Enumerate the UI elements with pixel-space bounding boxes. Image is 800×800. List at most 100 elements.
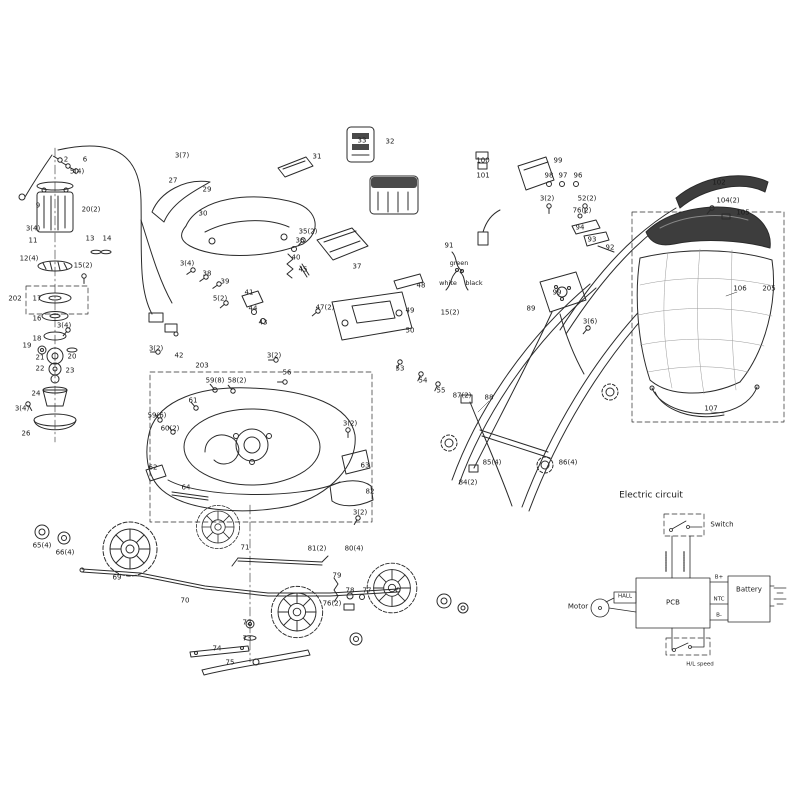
part-label: 81(2) xyxy=(307,544,327,553)
wire-color-label: black xyxy=(465,278,483,287)
part-label: 2 xyxy=(63,155,69,164)
part-label: 104(2) xyxy=(716,196,740,205)
part-label: 79 xyxy=(332,571,342,580)
part-label: 88 xyxy=(484,393,494,402)
part-label: 3(4) xyxy=(56,321,72,330)
part-label: 16 xyxy=(32,314,42,323)
part-label: 96 xyxy=(573,171,583,180)
part-label: 74 xyxy=(212,644,222,653)
part-label: 3(6) xyxy=(582,317,598,326)
part-label: 99 xyxy=(552,288,562,297)
part-label: 9 xyxy=(35,201,41,210)
part-label: 20 xyxy=(67,352,77,361)
circuit-label: PCB xyxy=(666,598,680,607)
part-label: 76(2) xyxy=(322,599,342,608)
part-label: 205 xyxy=(762,284,776,293)
part-label: 59(8) xyxy=(205,376,225,385)
part-label: 22 xyxy=(35,364,45,373)
part-label: 60(2) xyxy=(160,424,180,433)
part-label: 99 xyxy=(553,156,563,165)
circuit-label: B- xyxy=(716,612,722,619)
part-label: 94 xyxy=(575,223,585,232)
part-label: 89 xyxy=(526,304,536,313)
part-label: 21 xyxy=(35,353,45,362)
part-label: 49 xyxy=(405,306,415,315)
part-label: 84(2) xyxy=(458,478,478,487)
part-label: 3(7) xyxy=(174,151,190,160)
part-label: 77 xyxy=(362,586,372,595)
part-label: 54 xyxy=(418,376,428,385)
part-label: 15(2) xyxy=(440,308,460,317)
part-label: 3(4) xyxy=(179,259,195,268)
part-label: 35(2) xyxy=(298,227,318,236)
part-label: 92 xyxy=(605,243,615,252)
part-label: 101 xyxy=(476,171,490,180)
part-label: 48 xyxy=(416,281,426,290)
part-label: 37 xyxy=(352,262,362,271)
part-label: 62 xyxy=(148,463,158,472)
part-label: 87(2) xyxy=(452,391,472,400)
part-label: 19 xyxy=(22,341,32,350)
part-label: 80(4) xyxy=(344,544,364,553)
part-label: 98 xyxy=(544,171,554,180)
circuit-label: Switch xyxy=(710,520,734,529)
part-label: 6 xyxy=(82,155,88,164)
wire-color-label: green xyxy=(449,258,469,267)
part-label: 3(2) xyxy=(539,194,555,203)
part-label: 5(4) xyxy=(69,167,85,176)
part-label: 105 xyxy=(736,208,750,217)
part-label: 97 xyxy=(558,171,568,180)
part-label: 44 xyxy=(248,304,258,313)
part-label: 43 xyxy=(258,318,268,327)
circuit-title: Electric circuit xyxy=(619,490,683,501)
part-label: 24 xyxy=(31,389,41,398)
part-label: 75 xyxy=(225,658,235,667)
wire-color-label: white xyxy=(439,278,457,287)
part-label: 102 xyxy=(712,178,726,187)
part-label: 58(2) xyxy=(227,376,247,385)
circuit-label: Motor xyxy=(567,602,589,611)
part-label: 5(2) xyxy=(212,294,228,303)
part-label: 3(2) xyxy=(266,351,282,360)
part-label: 69 xyxy=(112,573,122,582)
part-label: 3(4) xyxy=(14,404,30,413)
part-label: 18 xyxy=(32,334,42,343)
part-label: 64 xyxy=(181,483,191,492)
part-label: 26 xyxy=(21,429,31,438)
part-label: 14 xyxy=(102,234,112,243)
part-label: 41 xyxy=(244,288,254,297)
part-label: 30 xyxy=(198,209,208,218)
part-label: 38 xyxy=(202,269,212,278)
part-label: 202 xyxy=(8,294,22,303)
part-label: 33 xyxy=(357,136,367,145)
circuit-label: Battery xyxy=(736,585,762,594)
part-label: 53 xyxy=(395,364,405,373)
part-label: 11 xyxy=(28,236,38,245)
part-label: 107 xyxy=(704,404,718,413)
part-label: 23 xyxy=(65,366,75,375)
part-label: 61 xyxy=(188,396,198,405)
part-label: 91 xyxy=(444,241,454,250)
part-label: 72 xyxy=(242,618,252,627)
part-label: 3(2) xyxy=(342,419,358,428)
part-label: 47(2) xyxy=(315,303,335,312)
part-label: 20(2) xyxy=(81,205,101,214)
part-label: 31 xyxy=(312,152,322,161)
circuit-label: NTC xyxy=(713,596,725,603)
part-label: 12(4) xyxy=(19,254,39,263)
circuit-label: H/L speed xyxy=(686,661,714,668)
part-label: 65(4) xyxy=(32,541,52,550)
circuit-label: HALL xyxy=(617,593,633,600)
part-label: 17 xyxy=(32,294,42,303)
part-label: 66(4) xyxy=(55,548,75,557)
part-label: 63 xyxy=(360,461,370,470)
part-label: 45 xyxy=(298,265,308,274)
part-label: 82 xyxy=(365,487,375,496)
part-label: 55 xyxy=(436,386,446,395)
part-label: 78 xyxy=(345,586,355,595)
circuit-label: B+ xyxy=(714,574,724,581)
part-label: 39 xyxy=(220,277,230,286)
part-label: 27 xyxy=(168,176,178,185)
part-label: 86(4) xyxy=(558,458,578,467)
